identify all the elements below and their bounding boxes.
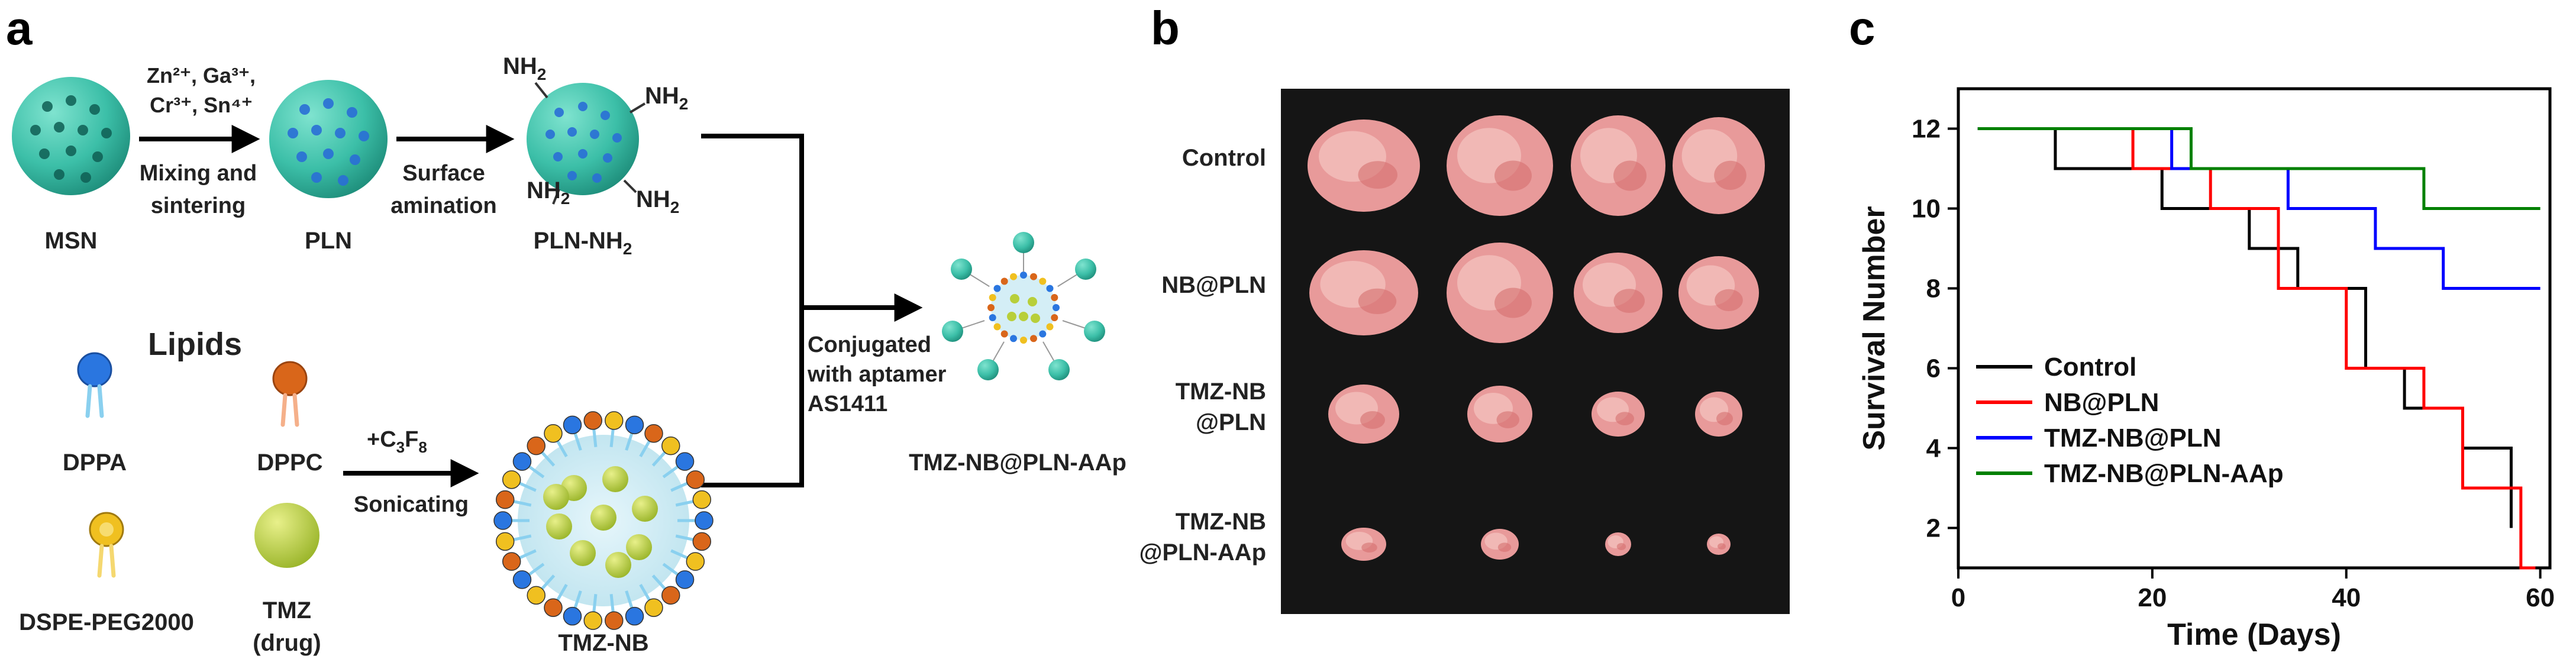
nh2-group-bottom-right: NH2: [636, 186, 679, 217]
conj-line2: with aptamer: [807, 362, 947, 387]
step1-line2: sintering: [151, 193, 246, 218]
tumor-photo: [1308, 115, 1765, 561]
tmz-label-1: TMZ: [263, 597, 311, 623]
panel-letter-c: c: [1849, 2, 1875, 54]
y-tick-label: 6: [1926, 354, 1941, 383]
x-tick-label: 60: [2526, 583, 2555, 612]
y-tick-label: 12: [1912, 115, 1941, 144]
lipids-title: Lipids: [148, 327, 242, 362]
photo-row-label: TMZ-NB@PLN-AAp: [1139, 509, 1266, 566]
dppc-label: DPPC: [257, 450, 322, 476]
series-line: [1977, 127, 2541, 290]
legend-label: TMZ-NB@PLN-AAp: [2044, 459, 2284, 488]
conj-line1: Conjugated: [808, 332, 931, 357]
legend-label: NB@PLN: [2044, 388, 2159, 417]
y-tick-label: 4: [1926, 434, 1941, 463]
tumor-sample: [1341, 528, 1386, 561]
pln-sphere-icon: [269, 80, 388, 198]
pln-nh2-label: PLN-NH2: [534, 228, 632, 258]
tumor-sample: [1447, 115, 1553, 216]
svg-text:NH2: NH2: [645, 83, 688, 113]
nh2-group-right: NH2: [645, 83, 688, 113]
series-line: [1977, 127, 2541, 210]
tumor-sample: [1481, 529, 1519, 560]
tumor-sample: [1707, 534, 1731, 555]
tumor-sample: [1695, 392, 1742, 437]
tumor-sample: [1309, 250, 1418, 335]
tumor-sample: [1592, 392, 1645, 437]
svg-text:NH2: NH2: [527, 177, 570, 208]
photo-row-label: TMZ-NB@PLN: [1176, 379, 1266, 435]
gas-label: +C3F8: [367, 427, 427, 456]
msn-sphere-icon: [12, 77, 130, 195]
ions-line1: Zn²⁺, Ga³⁺,: [147, 63, 256, 88]
ions-line2: Cr³⁺, Sn⁴⁺: [150, 93, 253, 117]
x-tick-label: 0: [1951, 583, 1965, 612]
y-axis-label: Survival Number: [1857, 206, 1891, 450]
nh2-group-bottom-left: NH2: [527, 177, 570, 208]
step1-line1: Mixing and: [140, 161, 257, 186]
bracket-connector: [701, 134, 804, 487]
tumor-sample: [1328, 385, 1399, 444]
svg-text:NH2: NH2: [636, 186, 679, 217]
msn-label: MSN: [45, 228, 98, 254]
svg-text:NH2: NH2: [503, 53, 546, 83]
step2-line1: Surface: [402, 161, 485, 186]
panel-a: a MSN Zn²⁺, Ga³⁺, Cr³⁺, Sn⁴⁺ Mixing and …: [6, 2, 1126, 656]
dspe-lipid-icon: [89, 512, 124, 578]
y-tick-label: 10: [1912, 195, 1941, 224]
photo-row-label: NB@PLN: [1161, 272, 1266, 298]
step2-line2: amination: [390, 193, 496, 218]
tumor-sample: [1308, 119, 1420, 212]
tumor-sample: [1673, 117, 1765, 214]
tumor-sample: [1605, 532, 1631, 556]
tumor-sample: [1571, 115, 1665, 216]
tmz-label-2: (drug): [253, 630, 321, 656]
dppc-lipid-icon: [272, 361, 308, 427]
dppa-lipid-icon: [77, 352, 112, 418]
x-tick-label: 20: [2138, 583, 2167, 612]
product-label: TMZ-NB@PLN-AAp: [909, 450, 1126, 476]
conj-line3: AS1411: [808, 392, 887, 416]
series-line: [1977, 127, 2536, 570]
tmz-nb-label: TMZ-NB: [558, 630, 648, 656]
sonicating-label: Sonicating: [354, 492, 469, 517]
photo-row-label: Control: [1182, 145, 1266, 171]
dppa-label: DPPA: [63, 450, 127, 476]
legend-label: Control: [2044, 353, 2136, 382]
tmz-nb-pln-aap-cluster-icon: [942, 232, 1105, 380]
plot-frame: [1957, 87, 2552, 570]
x-axis-label: Time (Days): [2167, 618, 2341, 652]
pln-label: PLN: [305, 228, 352, 254]
nh2-group-top: NH2: [503, 53, 546, 83]
pln-nh2-sphere-icon: [527, 82, 646, 205]
tmz-drug-icon: [254, 503, 319, 568]
panel-letter-a: a: [6, 2, 33, 54]
x-tick-label: 40: [2332, 583, 2361, 612]
y-tick-label: 2: [1926, 514, 1941, 543]
tmz-nb-bubble-icon: [493, 411, 714, 630]
legend-label: TMZ-NB@PLN: [2044, 424, 2222, 453]
dspe-label: DSPE-PEG2000: [19, 609, 194, 635]
tumor-sample: [1574, 253, 1663, 333]
tumor-sample: [1678, 256, 1759, 329]
panel-letter-b: b: [1151, 2, 1180, 54]
tumor-sample: [1447, 243, 1553, 343]
tumor-sample: [1467, 386, 1532, 442]
y-tick-label: 8: [1926, 274, 1941, 303]
